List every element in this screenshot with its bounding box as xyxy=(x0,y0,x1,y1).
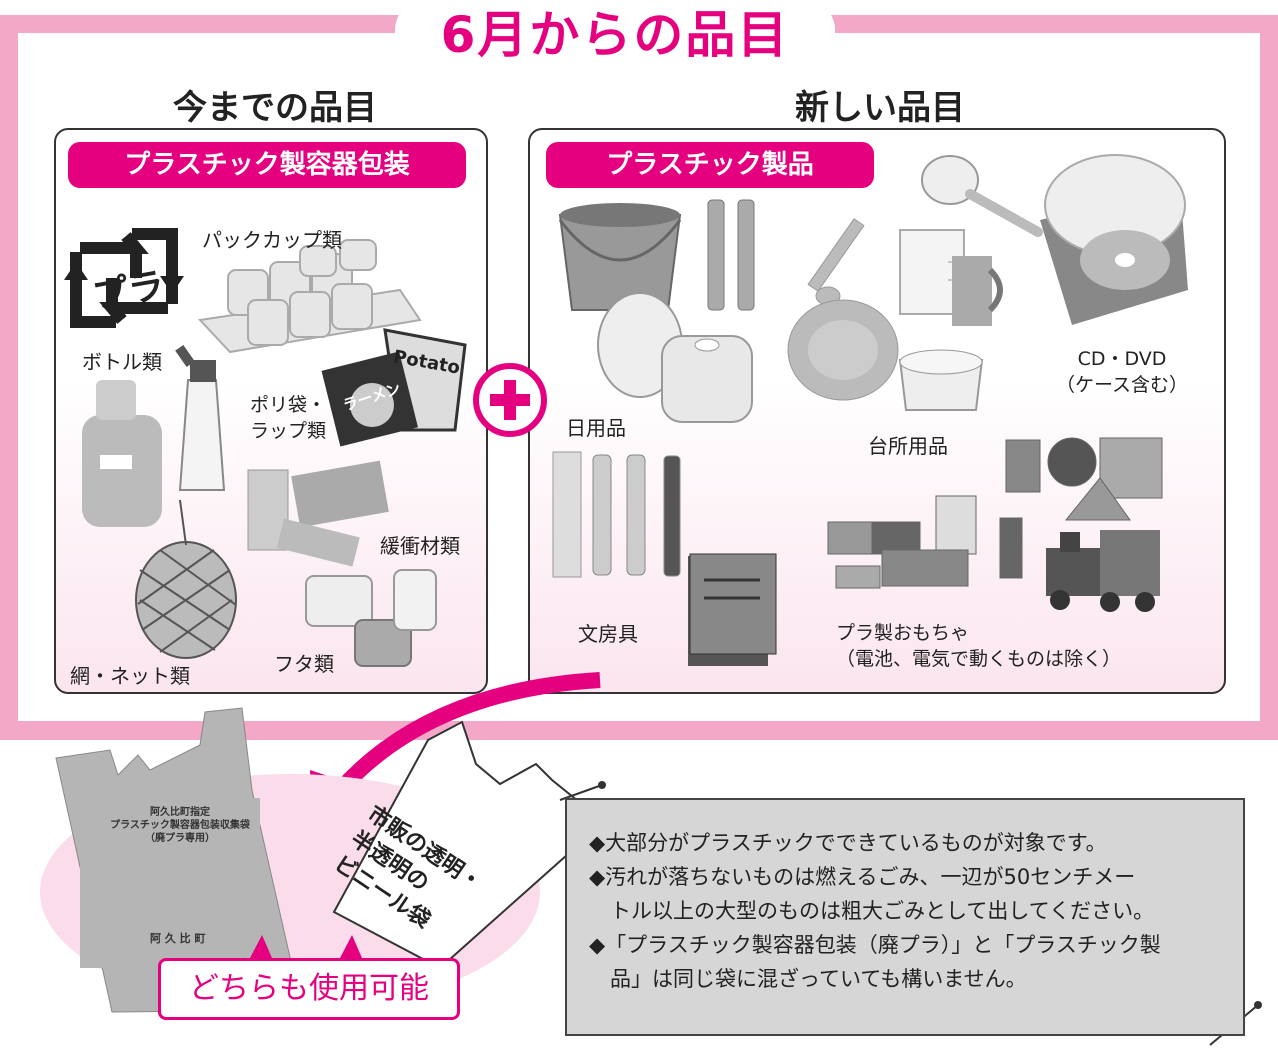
snack-bag-icon xyxy=(321,328,467,447)
official-bag-text: 阿久比町指定 プラスチック製容器包装収集袋 （廃プラ専用） xyxy=(110,807,250,844)
file-binder-icon xyxy=(688,553,777,666)
toy-blocks-icon xyxy=(827,437,1163,589)
title-backdrop xyxy=(395,0,835,70)
plus-icon xyxy=(473,363,547,437)
cd-case-icon xyxy=(1040,154,1188,325)
toothbrush-icon xyxy=(707,199,755,311)
right-heading: 新しい品目 xyxy=(795,88,965,128)
net-icon xyxy=(135,499,237,659)
plate-icon xyxy=(787,299,984,411)
pen-icon xyxy=(592,454,681,577)
both-usable-badge: どちらも使用可能 xyxy=(158,958,460,1020)
cutlery-icon xyxy=(807,218,865,306)
notes-box: ◆大部分がプラスチックでできているものが対象です。 ◆汚れが落ちないものは燃える… xyxy=(565,798,1245,1036)
label-pack-cup: パックカップ類 xyxy=(202,228,342,252)
page-title: 6月からの品目 xyxy=(439,5,790,66)
label-cd: CD・DVD （ケース含む） xyxy=(1056,348,1189,396)
category-container-packaging: プラスチック製容器包装 xyxy=(68,142,466,188)
label-cushion: 緩衝材類 xyxy=(380,534,460,558)
cup-icon xyxy=(899,229,1003,326)
note-line: トル以上の大型のものは粗大ごみとして出してください。 xyxy=(589,899,1155,923)
label-daily: 日用品 xyxy=(566,416,626,440)
ruler-icon xyxy=(552,451,582,578)
note-line: ◆汚れが落ちないものは燃えるごみ、一辺が50センチメー xyxy=(589,865,1136,889)
label-net: 網・ネット類 xyxy=(70,664,190,688)
label-bottle: ボトル類 xyxy=(82,350,162,374)
cap-icon xyxy=(305,569,437,667)
label-toys: プラ製おもちゃ （電池、電気で動くものは除く） xyxy=(836,622,1122,670)
note-line: ◆大部分がプラスチックでできているものが対象です。 xyxy=(589,831,1107,855)
retail-bag-icon xyxy=(332,720,606,970)
pointer-right-icon xyxy=(340,935,362,958)
pack-cup-icon xyxy=(197,239,422,354)
label-stationery: 文房具 xyxy=(578,622,638,646)
spoon-icon xyxy=(921,155,1043,237)
label-kitchen: 台所用品 xyxy=(868,434,948,458)
label-cap: フタ類 xyxy=(274,652,334,676)
bottle-icon xyxy=(82,344,226,527)
recycle-mark-icon xyxy=(64,228,184,328)
note-line: 品」は同じ袋に混ざっていても構いません。 xyxy=(589,967,1027,991)
toy-train-icon xyxy=(1046,530,1160,612)
official-bag-town: 阿 久 比 町 xyxy=(150,932,206,945)
cushion-icon xyxy=(247,460,389,567)
basin-icon xyxy=(597,292,753,423)
category-plastic-products: プラスチック製品 xyxy=(546,142,874,188)
pointer-left-icon xyxy=(250,935,272,958)
note-line: ◆「プラスチック製容器包装（廃プラ）」と「プラスチック製 xyxy=(589,933,1161,957)
left-heading: 今までの品目 xyxy=(173,88,377,128)
label-bag-wrap: ポリ袋・ ラップ類 xyxy=(250,394,327,442)
bucket-icon xyxy=(558,203,682,311)
